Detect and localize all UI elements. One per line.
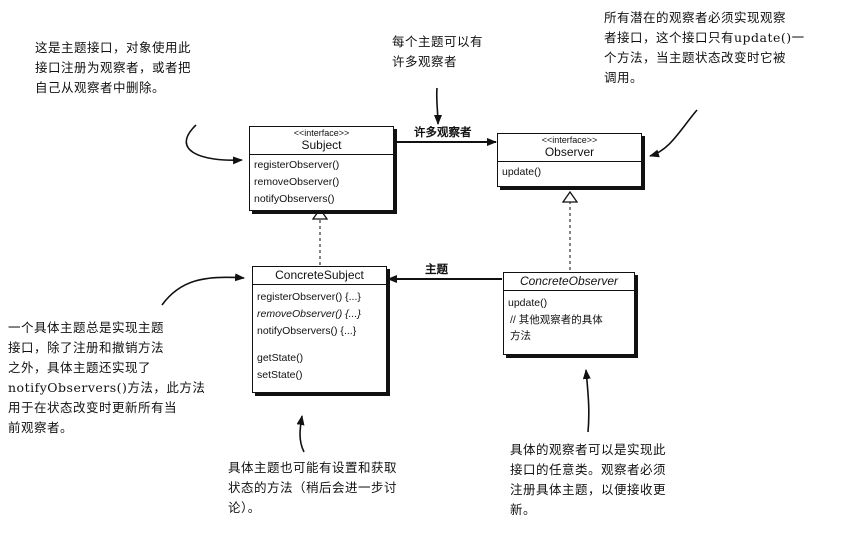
concrete-observer-box: ConcreteObserver update() // 其他观察者的具体 方法	[503, 272, 635, 355]
concrete-subject-state-method: getState()	[257, 352, 304, 364]
observer-stereotype: <<interface>>	[541, 135, 598, 145]
concrete-subject-note-arrow	[161, 273, 245, 306]
subject-relation-label: 主题	[425, 262, 448, 276]
observer-interface-note: 所有潜在的观察者必须实现观察 者接口，这个接口只有update()一 个方法，当…	[604, 10, 805, 85]
concrete-observer-note-arrow	[582, 369, 591, 433]
observer-name: Observer	[544, 145, 595, 159]
concrete-subject-state-method: setState()	[257, 369, 303, 381]
subject-stereotype: <<interface>>	[293, 128, 350, 138]
concrete-subject-method: notifyObservers() {...}	[257, 325, 357, 337]
has-many-observers-label: 许多观察者	[414, 125, 472, 139]
subject-note-arrow	[185, 124, 243, 165]
subject-interface-box: <<interface>> Subject registerObserver()…	[249, 126, 394, 211]
concrete-subject-name: ConcreteSubject	[275, 268, 364, 282]
subject-header: <<interface>> Subject	[250, 127, 393, 155]
concrete-subject-method: removeObserver() {...}	[257, 308, 361, 320]
concrete-subject-header: ConcreteSubject	[253, 267, 386, 285]
many-observers-note: 每个主题可以有 许多观察者	[392, 34, 484, 69]
concrete-observer-note: 具体的观察者可以是实现此 接口的任意类。观察者必须 注册具体主题，以便接收更 新…	[510, 442, 667, 517]
subject-method: registerObserver()	[254, 159, 340, 171]
concrete-subject-method: registerObserver() {...}	[257, 291, 361, 303]
concrete-observer-methods: update() // 其他观察者的具体 方法	[504, 291, 634, 354]
observer-header: <<interface>> Observer	[498, 134, 641, 162]
subject-methods: registerObserver() removeObserver() noti…	[250, 155, 393, 210]
many-observers-note-arrow	[433, 87, 442, 125]
concrete-observer-comment: // 其他观察者的具体 方法	[510, 314, 603, 342]
subject-method: removeObserver()	[254, 176, 340, 188]
subject-name: Subject	[301, 138, 342, 152]
observer-note-arrow	[649, 109, 698, 158]
subject-interface-note: 这是主题接口，对象使用此 接口注册为观察者，或者把 自己从观察者中删除。	[35, 40, 192, 95]
observer-methods: update()	[498, 162, 641, 186]
observer-method: update()	[502, 166, 542, 178]
observer-realization-arrowhead	[561, 190, 579, 203]
concrete-subject-methods: registerObserver() {...} removeObserver(…	[253, 285, 386, 392]
concrete-observer-name: ConcreteObserver	[519, 274, 619, 288]
state-methods-note: 具体主题也可能有设置和获取 状态的方法（稍后会进一步讨 论）。	[228, 460, 398, 515]
concrete-observer-header: ConcreteObserver	[504, 273, 634, 291]
concrete-subject-box: ConcreteSubject registerObserver() {...}…	[252, 266, 387, 393]
state-note-arrow	[296, 415, 305, 453]
concrete-subject-note: 一个具体主题总是实现主题 接口，除了注册和撤销方法 之外，具体主题还实现了 no…	[8, 320, 206, 435]
concrete-observer-method: update()	[508, 297, 548, 309]
observer-interface-box: <<interface>> Observer update()	[497, 133, 642, 187]
subject-realization-arrowhead	[311, 207, 329, 220]
subject-method: notifyObservers()	[254, 193, 335, 205]
